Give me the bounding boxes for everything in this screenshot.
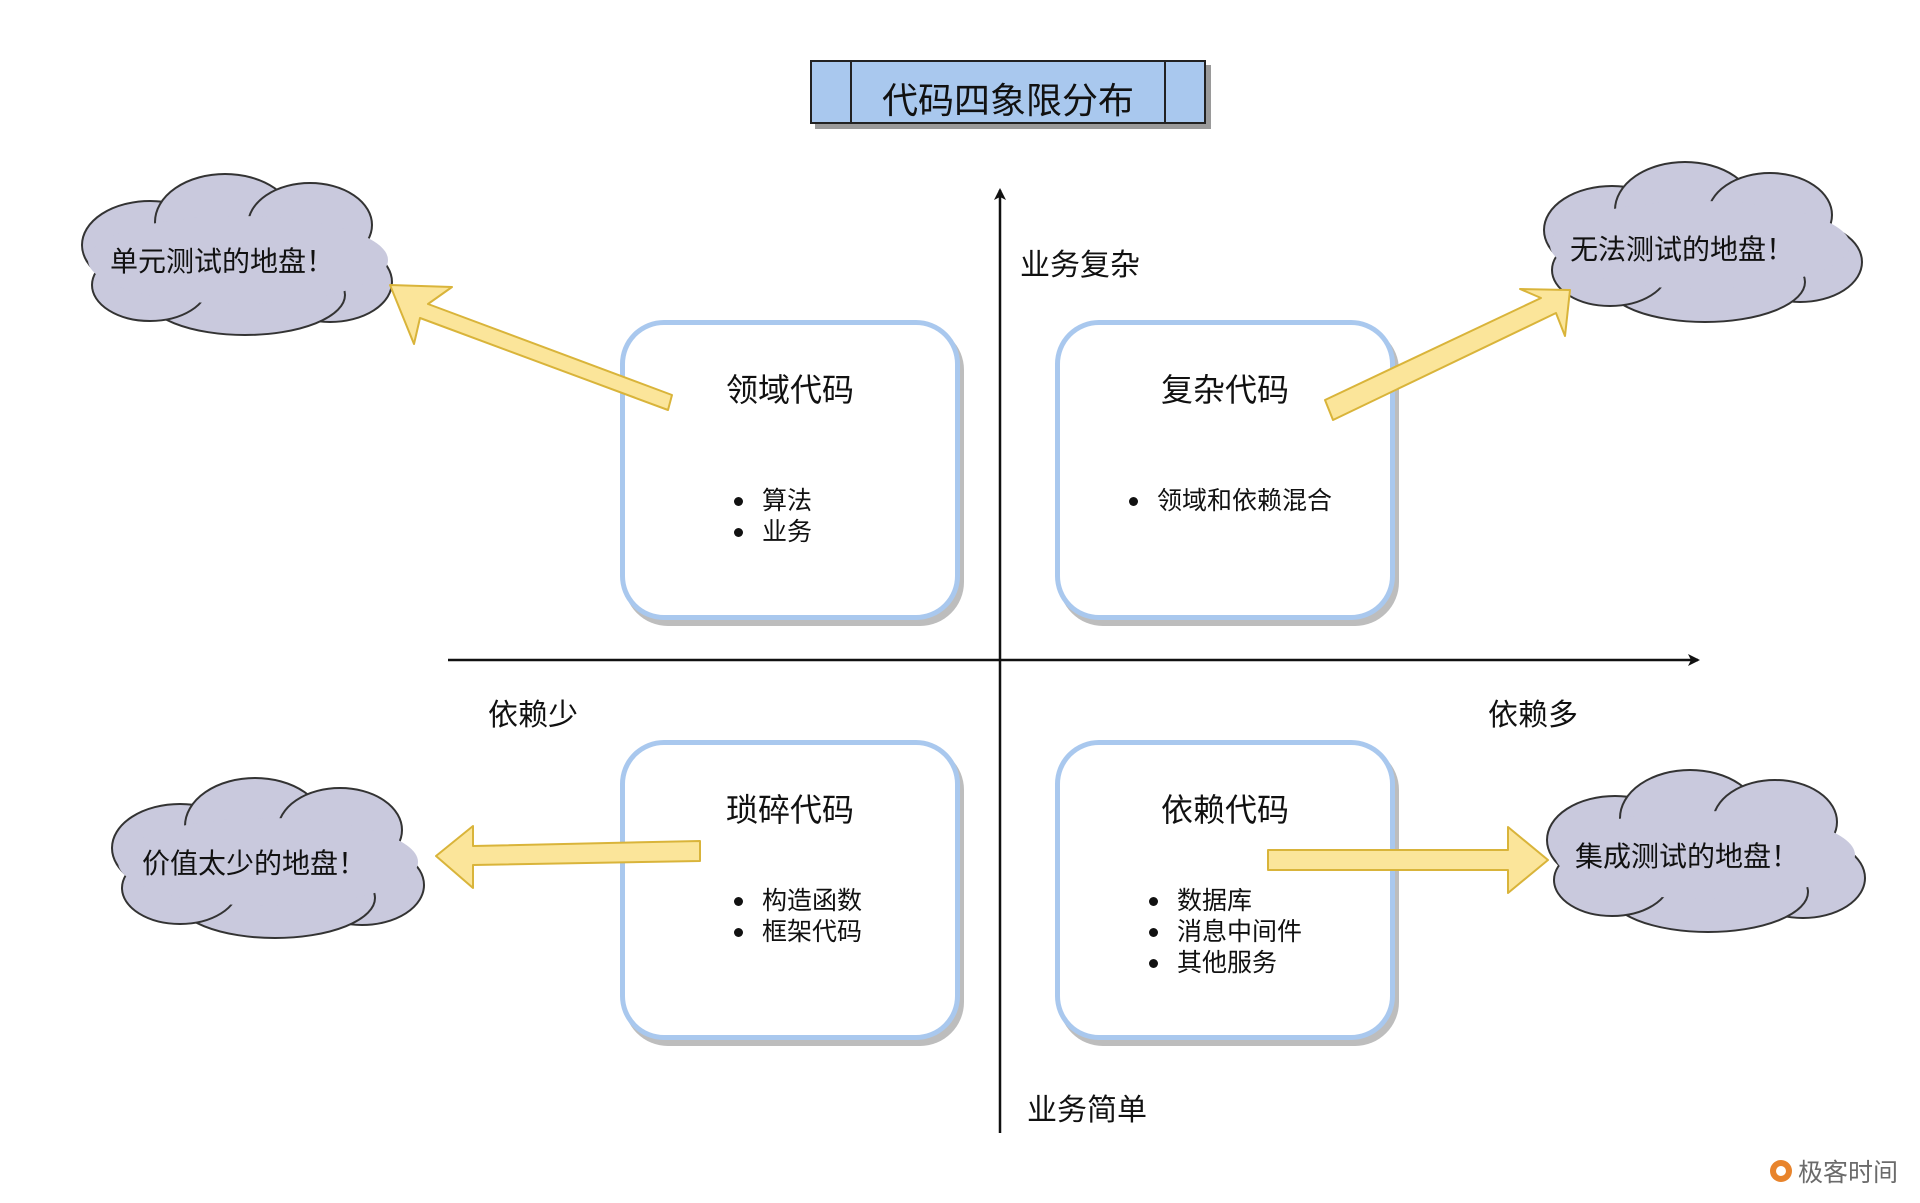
- list-item: 其他服务: [1145, 947, 1302, 978]
- cloud-text-unit-test: 单元测试的地盘！: [110, 245, 335, 278]
- list-item: 业务: [730, 516, 812, 547]
- cloud-low-value: [111, 777, 425, 939]
- list-item: 消息中间件: [1145, 916, 1302, 947]
- quadrant-dependency-code: 依赖代码 数据库 消息中间件 其他服务: [1055, 740, 1395, 1040]
- diagram-title: 代码四象限分布: [881, 81, 1134, 122]
- title-box: 代码四象限分布: [810, 60, 1206, 124]
- cloud-text-untestable: 无法测试的地盘！: [1570, 233, 1795, 266]
- cloud-text-low-value: 价值太少的地盘！: [142, 847, 367, 880]
- arrow-to-unit-test: [389, 284, 673, 411]
- quadrant-title: 领域代码: [725, 371, 854, 409]
- axis-label-top: 业务复杂: [1020, 248, 1140, 283]
- list-item: 构造函数: [730, 885, 862, 916]
- geektime-logo-icon: [1770, 1160, 1792, 1182]
- axis-label-bottom: 业务简单: [1027, 1093, 1147, 1128]
- cloud-untestable: [1543, 161, 1863, 323]
- list-item: 算法: [730, 485, 812, 516]
- cloud-integration-test: [1546, 769, 1866, 933]
- arrow-to-integration-test: [1267, 826, 1549, 894]
- list-item: 框架代码: [730, 916, 862, 947]
- arrow-to-untestable: [1324, 288, 1571, 421]
- quadrant-domain-code: 领域代码 算法 业务: [620, 320, 960, 620]
- title-right-bar: [1164, 62, 1166, 122]
- axis-label-left: 依赖少: [488, 698, 578, 733]
- quadrant-trivial-code: 琐碎代码 构造函数 框架代码: [620, 740, 960, 1040]
- quadrant-complex-code: 复杂代码 领域和依赖混合: [1055, 320, 1395, 620]
- arrow-to-low-value: [435, 825, 701, 889]
- quadrant-title: 依赖代码: [1160, 791, 1289, 829]
- axis-label-right: 依赖多: [1488, 698, 1578, 733]
- quadrant-item-list: 算法 业务: [730, 485, 812, 547]
- quadrant-title: 复杂代码: [1160, 371, 1289, 409]
- cloud-text-integration-test: 集成测试的地盘！: [1575, 840, 1800, 873]
- quadrant-title: 琐碎代码: [725, 791, 854, 829]
- quadrant-item-list: 构造函数 框架代码: [730, 885, 862, 947]
- list-item: 数据库: [1145, 885, 1302, 916]
- watermark-text: 极客时间: [1798, 1158, 1899, 1187]
- title-left-bar: [850, 62, 852, 122]
- quadrant-item-list: 数据库 消息中间件 其他服务: [1145, 885, 1302, 978]
- list-item: 领域和依赖混合: [1125, 485, 1332, 516]
- watermark: 极客时间: [1770, 1153, 1898, 1189]
- cloud-unit-test: [81, 173, 393, 336]
- quadrant-item-list: 领域和依赖混合: [1125, 485, 1332, 516]
